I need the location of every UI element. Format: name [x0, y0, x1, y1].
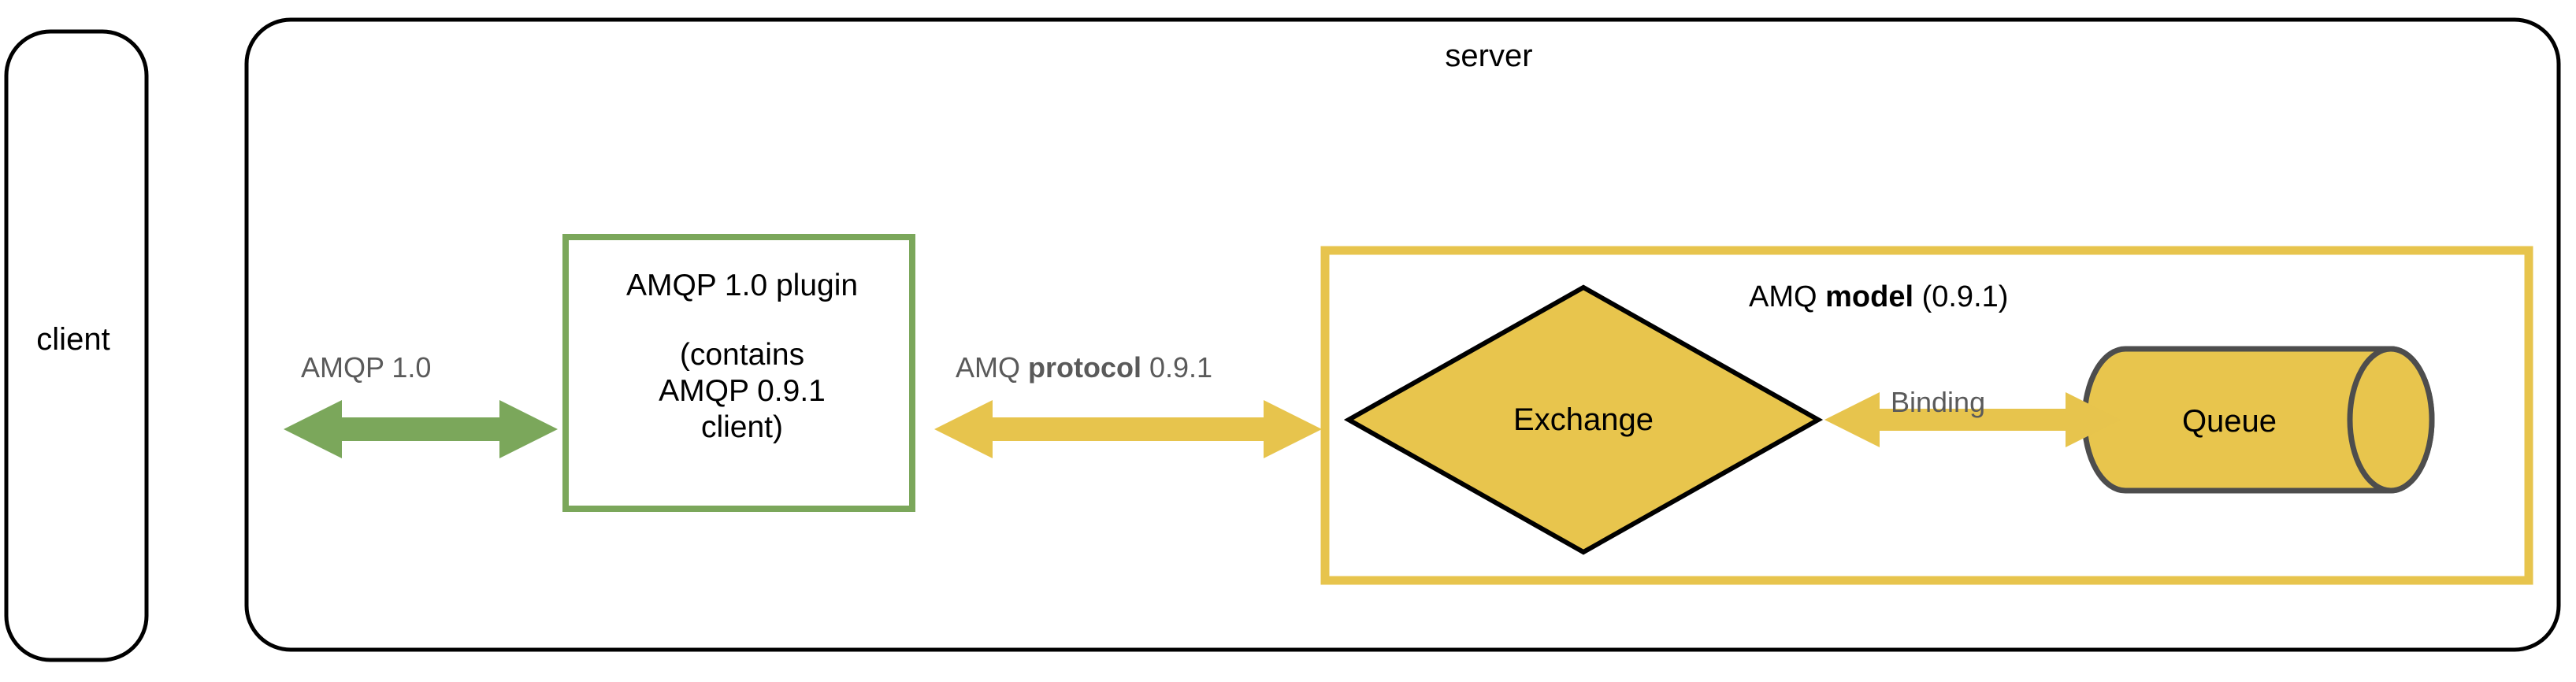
arrow-exchange-queue[interactable] [1824, 392, 2121, 447]
queue-label: Queue [2181, 404, 2277, 439]
amqp-plugin-label: AMQP 1.0 plugin (contains AMQP 0.9.1 cli… [569, 268, 915, 446]
edge-label-amq-protocol-bold: protocol [1028, 351, 1141, 384]
client-box[interactable] [4, 29, 149, 662]
arrow-plugin-model[interactable] [934, 400, 1322, 458]
amq-model-label-bold: model [1825, 280, 1914, 313]
edge-label-amqp-1-0: AMQP 1.0 [301, 351, 432, 384]
exchange-label: Exchange [1513, 402, 1654, 437]
amqp-plugin-label-line4: client) [700, 410, 784, 445]
amqp-plugin-label-line1: AMQP 1.0 plugin [625, 269, 859, 302]
edge-label-amq-protocol: AMQ protocol 0.9.1 [956, 351, 1212, 384]
queue-cylinder[interactable] [2081, 346, 2435, 494]
amqp-plugin-label-line3: AMQP 0.9.1 [659, 374, 826, 409]
client-label: client [36, 322, 110, 357]
arrow-client-plugin[interactable] [284, 400, 558, 458]
exchange-diamond[interactable] [1343, 284, 1824, 555]
amqp-plugin-label-spacer [569, 304, 915, 337]
amqp-plugin-label-line2: (contains [679, 338, 805, 373]
edge-label-amq-protocol-prefix: AMQ [956, 351, 1029, 384]
edge-label-amq-protocol-suffix: 0.9.1 [1141, 351, 1213, 384]
amqp-plugin-box[interactable] [562, 234, 915, 512]
amq-model-label: AMQ model (0.9.1) [1749, 280, 2008, 315]
server-label: server [1445, 39, 1533, 73]
edge-label-binding: Binding [1891, 386, 1986, 418]
amq-model-label-suffix: (0.9.1) [1913, 280, 2009, 313]
amq-model-label-prefix: AMQ [1749, 280, 1826, 313]
